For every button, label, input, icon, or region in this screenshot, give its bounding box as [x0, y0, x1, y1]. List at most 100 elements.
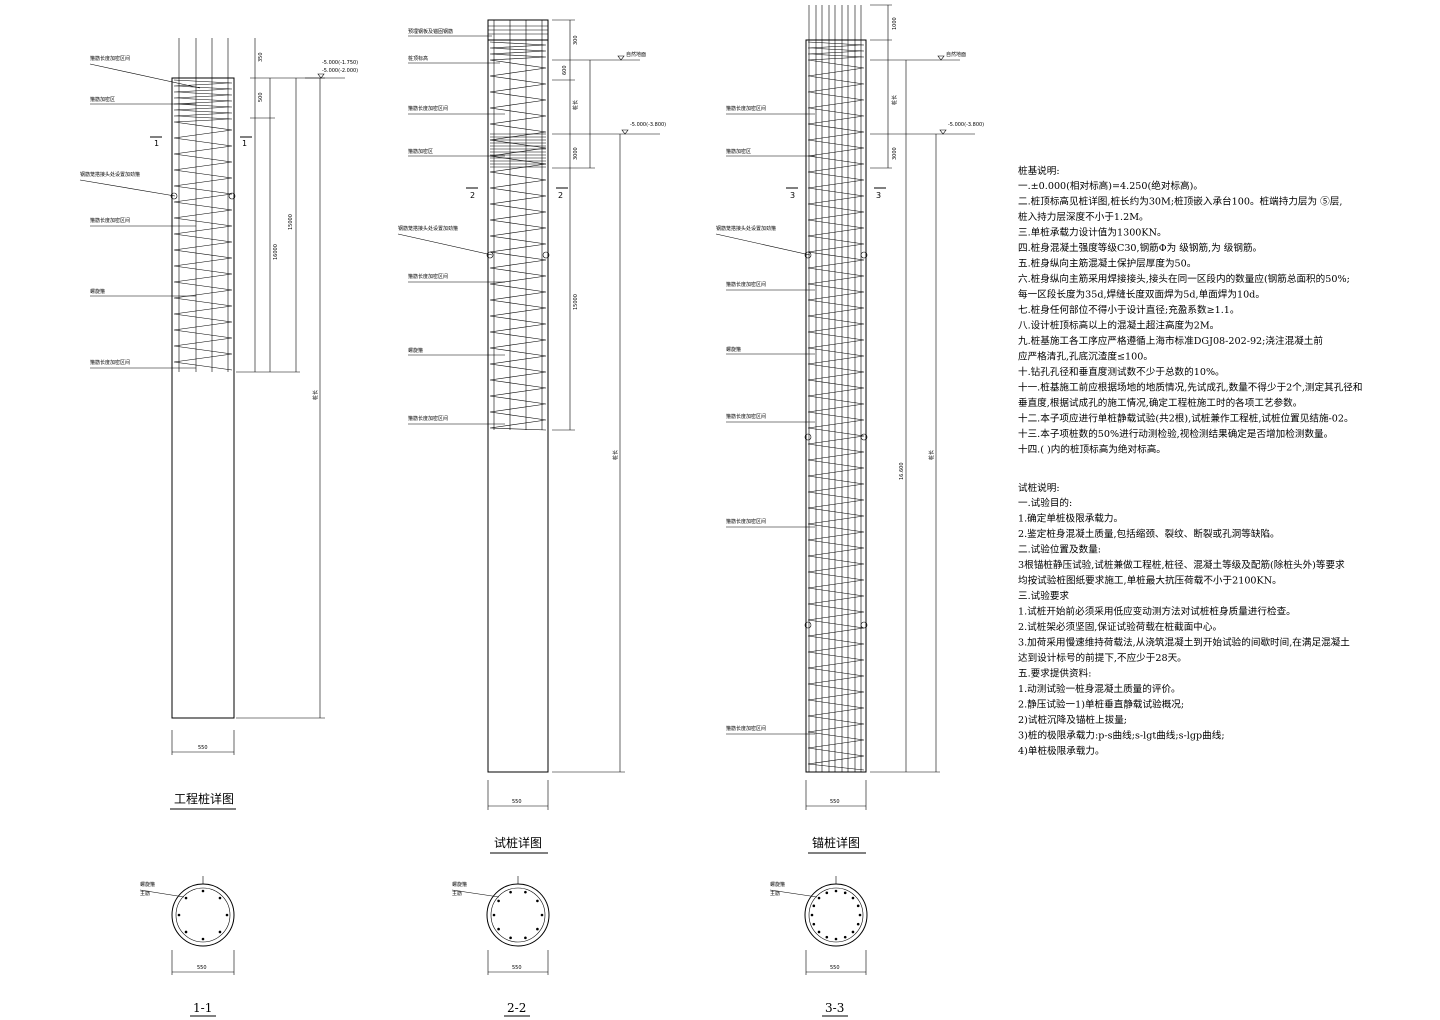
dim-text: 500 — [258, 92, 264, 102]
cut-tag: 3 — [790, 191, 795, 200]
engineering-pile: 1 1 350 500 16000 15000 桩长 -5.000(-1.750… — [79, 38, 358, 810]
callout-text: 箍筋长度加密区间 — [726, 281, 766, 288]
rebar-dot — [834, 889, 838, 893]
note-line: 五.要求提供资料: — [1018, 668, 1091, 680]
rebar-dot — [817, 896, 821, 900]
callout-text: 螺旋箍 — [726, 346, 741, 353]
rebar-dot — [856, 922, 860, 926]
cut-tag: 1 — [242, 139, 247, 148]
dim-text: 16000 — [273, 244, 279, 260]
rebar-dot — [492, 913, 496, 917]
callout-text: 箍筋长度加密区间 — [726, 413, 766, 420]
rebar-dot — [536, 899, 539, 903]
note-line: 一.±0.000(相对标高)=4.250(绝对标高)。 — [1018, 180, 1203, 192]
rebar-dot — [843, 891, 847, 895]
callout-text: 箍筋长度加密区间 — [726, 105, 766, 112]
spiral-stirrup — [807, 41, 865, 771]
section-diameter: 550 — [512, 965, 522, 971]
dim-text: 桩长 — [612, 450, 619, 460]
section-tag: 主筋 — [452, 890, 462, 897]
note-line: 十.钻孔孔径和垂直度测试数不少于总数的10%。 — [1018, 366, 1225, 378]
dim-text: 15000 — [573, 294, 579, 310]
section-1-1: 螺旋箍 主筋 550 1-1 — [139, 876, 235, 1017]
section-diameter: 550 — [197, 965, 207, 971]
section-diameter: 550 — [830, 965, 840, 971]
spiral-stirrup — [489, 41, 547, 431]
pile-title: 试桩详图 — [494, 835, 542, 850]
dim-text: 300 — [573, 35, 579, 45]
rebar-dot — [851, 930, 855, 934]
note-line: 3根锚桩静压试验,试桩兼做工程桩,桩径、混凝土等级及配筋(除桩头外)等要求 — [1018, 559, 1345, 571]
rebar-dot — [201, 889, 205, 893]
level-label: -5.000(-1.750) — [322, 60, 358, 66]
section-3-3: 螺旋箍 主筋 550 3-3 — [769, 876, 868, 1017]
callout-text: 箍筋长度加密区间 — [90, 217, 130, 224]
rebar-dot — [509, 890, 512, 894]
section-tag: 螺旋箍 — [770, 881, 785, 888]
pile-body — [805, 39, 867, 773]
dim-text: 桩长 — [572, 100, 579, 110]
rebar-dot — [184, 930, 188, 934]
callout-text: 箍筋加密区 — [726, 148, 751, 155]
note-line: 九.桩基施工各工序应严格遵循上海市标准DGJ08-202-92;浇注混凝土前 — [1018, 335, 1323, 347]
callout-text: 箍筋长度加密区间 — [90, 55, 130, 62]
cut-tag: 2 — [470, 191, 475, 200]
rebar-dot — [509, 936, 512, 940]
section-2-2: 螺旋箍 主筋 550 2-2 — [451, 876, 550, 1017]
pile-section-outer — [486, 883, 550, 947]
note-line: 应严格清孔,孔底沉渣度≤100。 — [1018, 351, 1153, 363]
rebar-dot — [825, 891, 829, 895]
note-line: 垂直度,根据试成孔的施工情况,确定工程桩施工时的各项工艺参数。 — [1018, 397, 1302, 409]
rebar-dot — [858, 913, 862, 917]
note-line: 均按试验桩图纸要求施工,单桩最大抗压荷载不小于2100KN。 — [1018, 575, 1282, 587]
note-line: 四.桩身混凝土强度等级C30,钢筋Φ为 级钢筋,为 级钢筋。 — [1018, 242, 1262, 254]
pile-section-cage — [175, 887, 231, 943]
rebar-dot — [825, 935, 829, 939]
level-label: -5.000(-3.800) — [630, 122, 666, 128]
note-line: 每一区段长度为35d,焊缝长度双面焊为5d,单面焊为10d。 — [1018, 289, 1265, 301]
test-notes-title: 试桩说明: — [1018, 482, 1060, 494]
callout-text: 箍筋加密区 — [90, 96, 115, 103]
pile-section-cage — [808, 887, 864, 943]
rebar-dot — [843, 935, 847, 939]
pile-section-cage — [490, 887, 546, 943]
dim-text: 350 — [258, 52, 264, 62]
pile-title: 锚桩详图 — [812, 835, 860, 850]
rebar-dot — [834, 937, 838, 941]
rebar-dot — [497, 927, 500, 931]
dim-text: 16.600 — [899, 463, 905, 481]
note-line: 二.试验位置及数量: — [1018, 544, 1101, 556]
rebar-dot — [810, 913, 814, 917]
note-line: 三.试验要求 — [1018, 590, 1069, 602]
width-label: 550 — [512, 799, 522, 805]
section-label: 1-1 — [193, 1001, 212, 1015]
rebar-dot — [851, 896, 855, 900]
note-line: 三.单桩承载力设计值为1300KN。 — [1018, 227, 1167, 239]
spiral-stirrup — [173, 79, 233, 371]
note-line: 十三.本子项桩数的50%进行动测检验,视检测结果确定是否增加检测数量。 — [1018, 428, 1333, 440]
cut-tag: 3 — [876, 191, 881, 200]
note-line: 五.桩身纵向主筋混凝土保护层厚度为50。 — [1018, 258, 1196, 270]
note-line: 3.加荷采用慢速维持荷载法,从浇筑混凝土到开始试验的间歇时间,在满足混凝土 — [1018, 637, 1350, 649]
design-notes: 桩基说明: 一.±0.000(相对标高)=4.250(绝对标高)。二.桩顶标高见… — [1018, 165, 1363, 757]
callout-text: 螺旋箍 — [408, 347, 423, 354]
stirrup-path — [489, 41, 547, 431]
callout-text: 钢筋笼搭接头处设置加劲箍 — [80, 171, 140, 178]
rebar-dot — [218, 896, 222, 900]
section-tag: 螺旋箍 — [452, 881, 467, 888]
note-line: 4)单桩极限承载力。 — [1018, 745, 1105, 757]
callouts: 预埋钢板及锚固钢筋 桩顶标高 箍筋长度加密区间 箍筋加密区 钢筋笼搭接头处设置加… — [397, 28, 505, 425]
note-line: 2)试桩沉降及锚桩上拔量; — [1018, 714, 1127, 726]
callout-text: 预埋钢板及锚固钢筋 — [408, 28, 453, 35]
rebar-dot — [524, 890, 527, 894]
section-tag: 主筋 — [770, 890, 780, 897]
callout-text: 箍筋加密区 — [408, 148, 433, 155]
rebar-dot — [218, 930, 222, 934]
callout-text: 箍筋长度加密区间 — [726, 518, 766, 525]
callout-text: 箍筋长度加密区间 — [408, 415, 448, 422]
stirrup-path — [807, 41, 865, 771]
anchor-pile: 3 3 1000 桩长 3000 16.600 桩长 自然地面 -5.000(-… — [715, 4, 984, 854]
level-label: -5.000(-3.800) — [948, 122, 984, 128]
rebar-dot — [497, 899, 500, 903]
